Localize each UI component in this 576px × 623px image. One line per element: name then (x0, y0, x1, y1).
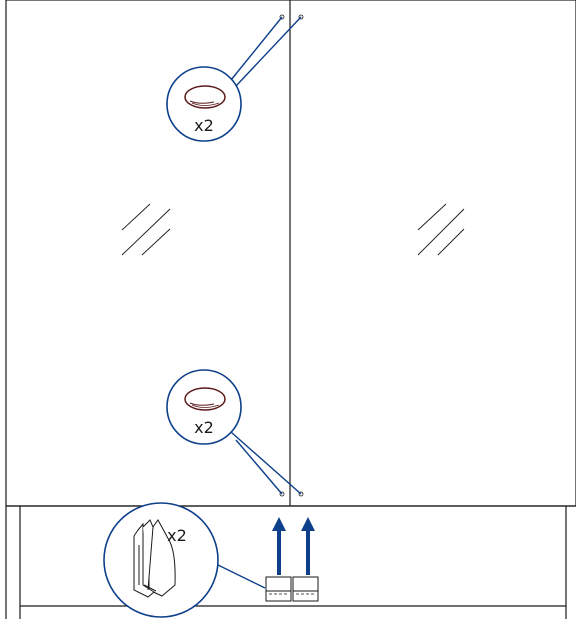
bumper-pad-icon (184, 85, 226, 109)
glass-hatch-icon (121, 203, 171, 256)
leader-line (235, 16, 302, 87)
up-arrow-icon (272, 517, 286, 575)
cabinet-frame (5, 0, 576, 619)
leader-line (230, 16, 283, 81)
leader-line (230, 431, 302, 495)
leader-line (235, 439, 283, 495)
top-bumper-callout: x2 (166, 14, 304, 142)
clip-block (265, 576, 292, 602)
quantity-label: x2 (167, 526, 187, 545)
bumper-pad-icon (184, 387, 226, 411)
bottom-clip-callout: x2 (103, 502, 266, 618)
leader-line (217, 564, 266, 589)
cabinet-outline (5, 0, 576, 507)
bottom-bumper-callout: x2 (166, 369, 304, 497)
clip-block (292, 576, 319, 602)
up-arrow-icon (301, 517, 315, 575)
glass-clip-icon (133, 519, 176, 598)
quantity-label: x2 (194, 116, 214, 135)
quantity-label: x2 (194, 418, 214, 437)
glass-hatch-icon (417, 203, 465, 256)
